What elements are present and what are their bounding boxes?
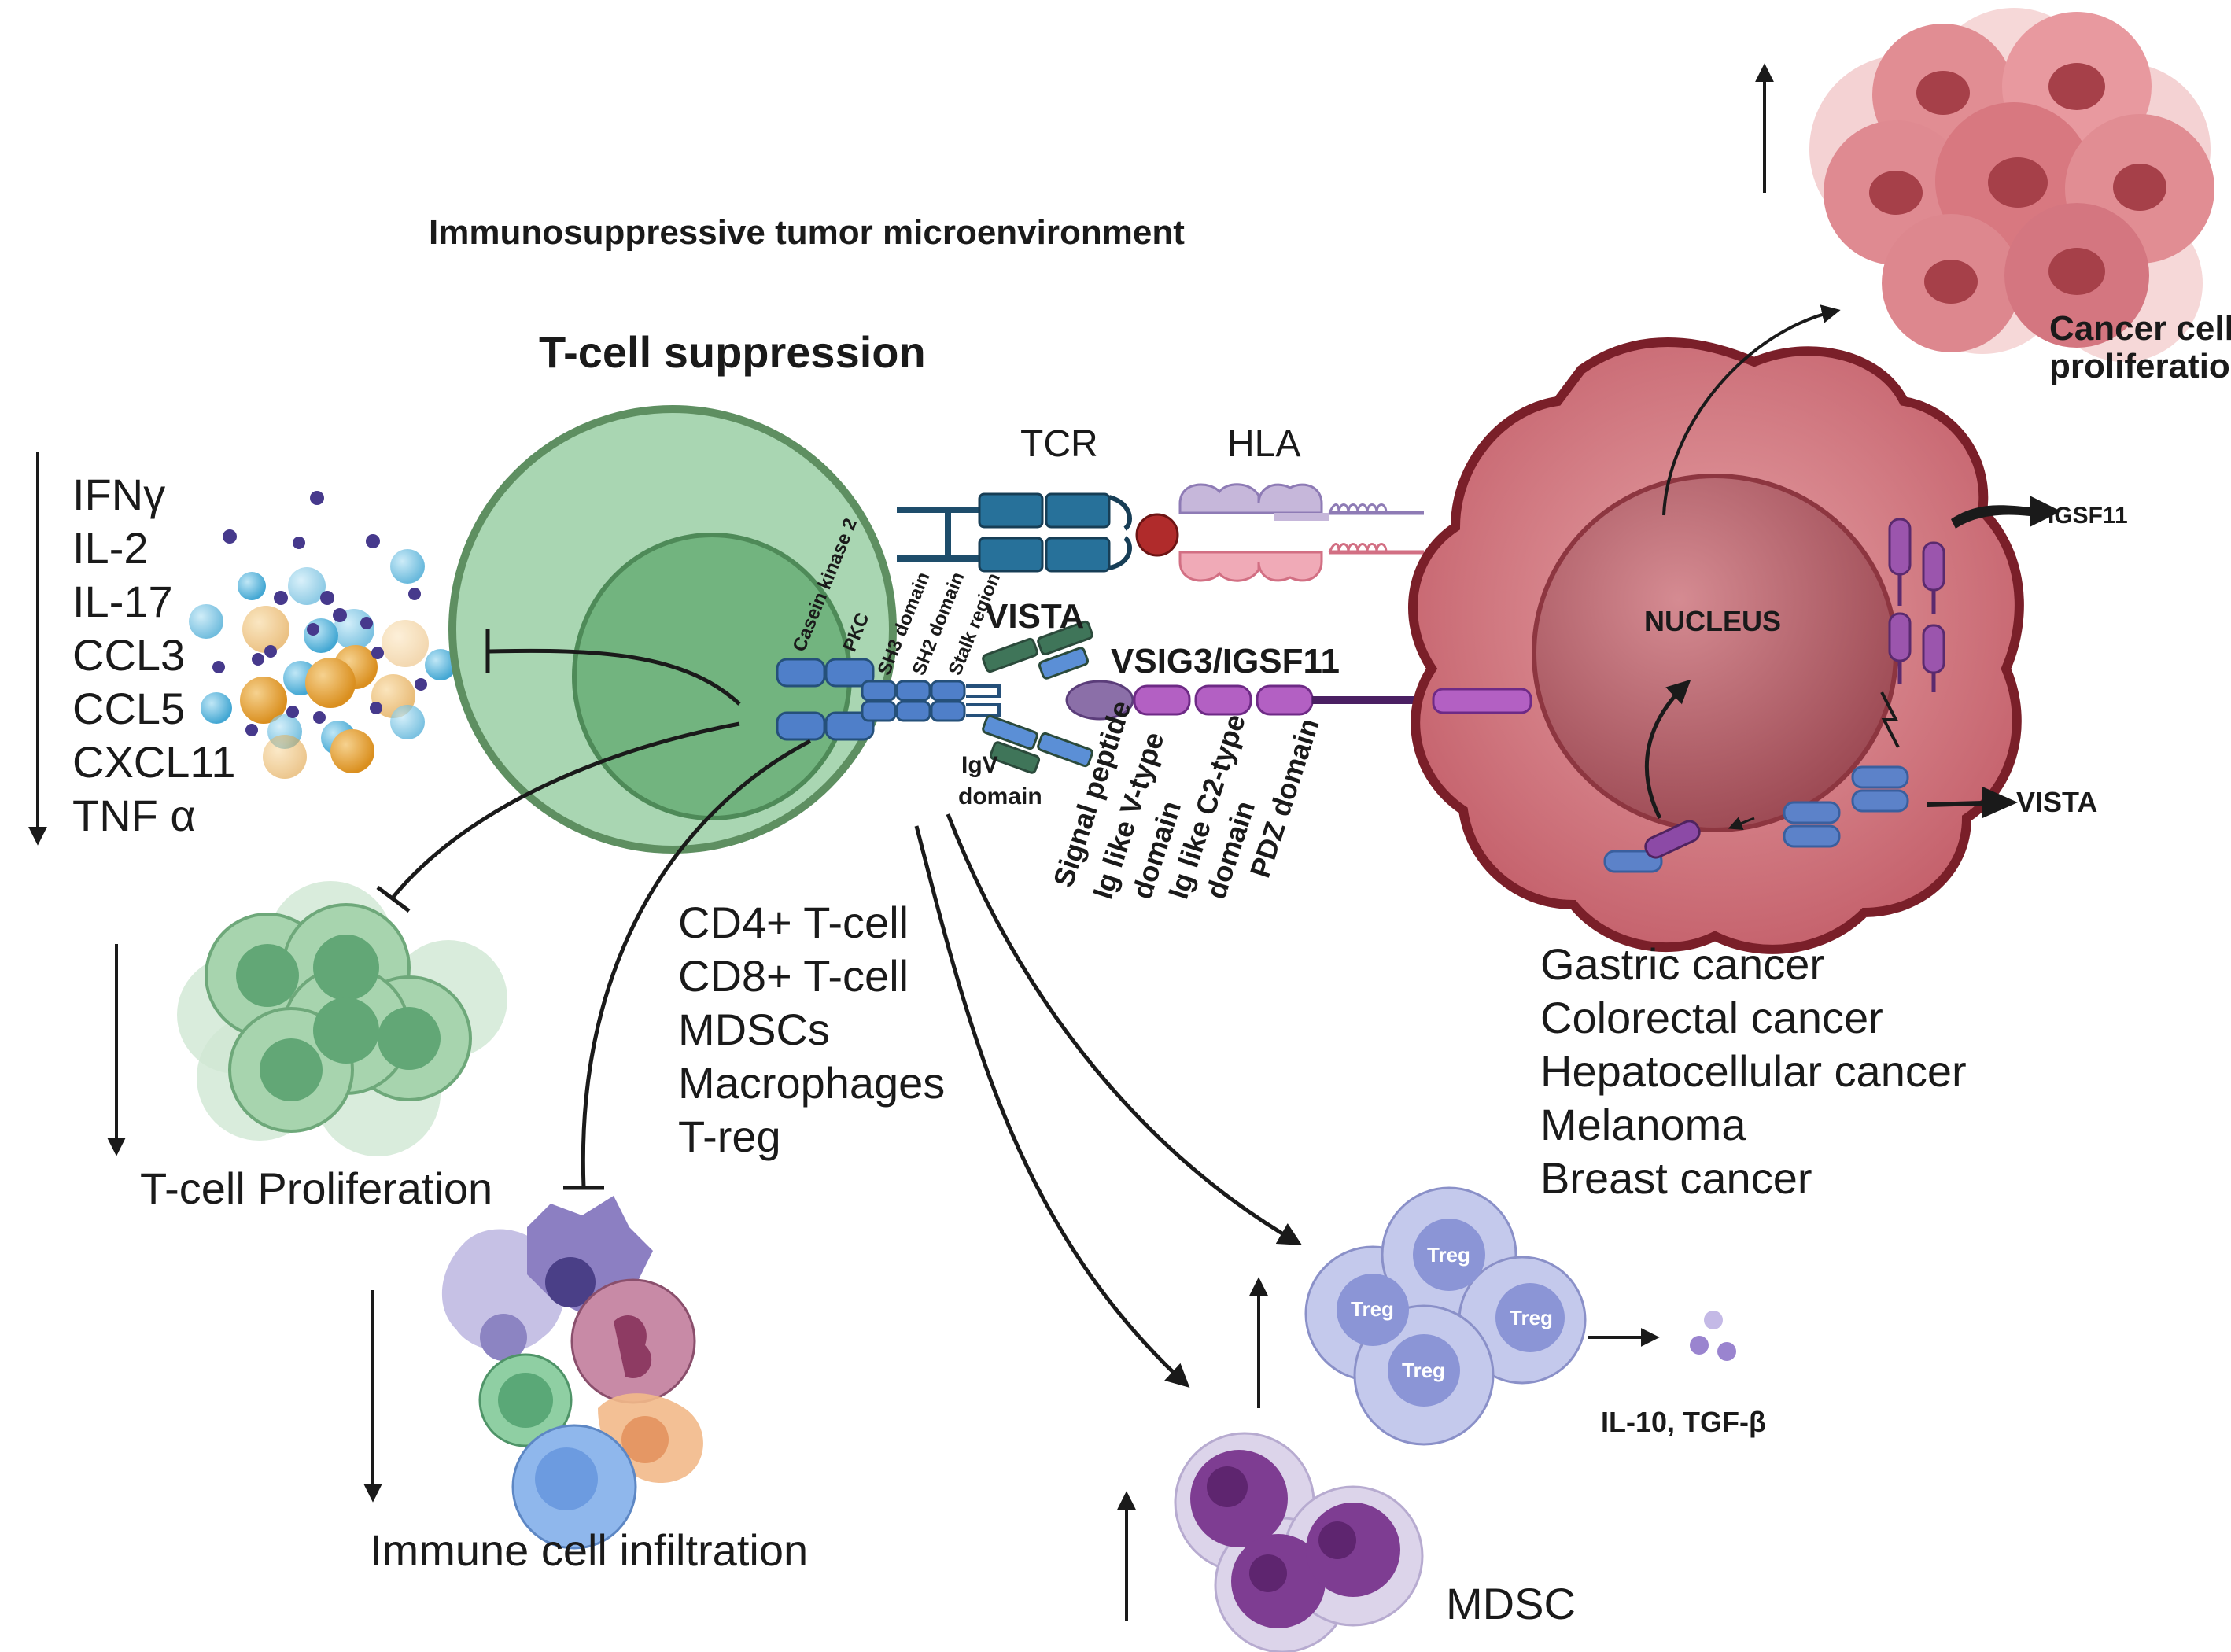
vista-receptor [982, 620, 1093, 774]
treg-label-2: Treg [1427, 1243, 1470, 1267]
vista-internalize-arrow [1728, 817, 1755, 831]
treg-label-1: Treg [1351, 1297, 1394, 1321]
tcell-proliferation-cluster [177, 881, 507, 1156]
cell-type-treg: T-reg [678, 1112, 781, 1161]
igsf11-label: IGSF11 [2048, 503, 2128, 529]
cancer-gastric: Gastric cancer [1540, 939, 1824, 989]
vista-membrane-proteins [1603, 765, 1909, 873]
cytokine-particles [189, 491, 456, 779]
treg-cluster [1304, 1186, 1587, 1446]
cell-type-macrophages: Macrophages [678, 1058, 945, 1108]
igsf11-export-arrow [1951, 496, 2061, 529]
t-cell [448, 405, 897, 854]
cell-type-mdscs: MDSCs [678, 1005, 830, 1054]
diagram-title: Immunosuppressive tumor microenvironment [429, 213, 1185, 252]
cytokine-ifng: IFNγ [72, 470, 165, 519]
tcr-hla-complex [897, 483, 1424, 582]
cell-type-cd8: CD8+ T-cell [678, 951, 909, 1001]
mdsc-label: MDSC [1446, 1579, 1576, 1628]
intracellular-igsf11 [1644, 820, 1701, 859]
broken-signal-icon [1880, 691, 1900, 748]
hla-label: HLA [1227, 423, 1300, 465]
immune-cell-cluster [441, 1196, 703, 1550]
label-pdz-domain: PDZ domain [1244, 714, 1326, 881]
nucleus-signal-arrow [1645, 679, 1691, 820]
tcr-label: TCR [1020, 423, 1098, 465]
vista-tumor-label: VISTA [2016, 786, 2097, 818]
vista-export-arrow [1927, 787, 2018, 818]
cancer-proliferation-label-2: proliferation [2049, 347, 2231, 385]
cytokine-cxcl11: CXCL11 [72, 737, 236, 787]
treg-label-4: Treg [1402, 1359, 1445, 1382]
vsig3-domain-labels: Signal peptide Ig like V-type domain Ig … [1047, 697, 1326, 903]
cell-types-list: CD4+ T-cell CD8+ T-cell MDSCs Macrophage… [678, 898, 945, 1161]
cytokine-dots [1690, 1311, 1736, 1361]
immune-infiltration-label: Immune cell infiltration [370, 1525, 808, 1575]
pdz-anchor [1432, 688, 1532, 714]
arrow-to-treg [946, 813, 1303, 1246]
cytokine-list: IFNγ IL-2 IL-17 CCL3 CCL5 CXCL11 TNF α [28, 452, 236, 846]
igsf11-membrane-proteins [1888, 518, 1945, 692]
arrow-to-mdsc [914, 825, 1190, 1388]
tcell-suppression-label: T-cell suppression [539, 327, 926, 377]
cancer-hepatocellular: Hepatocellular cancer [1540, 1046, 1967, 1096]
nucleus-label: NUCLEUS [1644, 605, 1781, 637]
cancer-proliferation-label-1: Cancer cell [2049, 309, 2231, 348]
intracellular-domains [776, 658, 1001, 741]
tcell-proliferation-label: T-cell Proliferation [140, 1163, 492, 1213]
igv-domain-label-1: IgV [961, 752, 998, 778]
inhibit-cytokines [485, 629, 741, 706]
igv-domain-label-2: domain [958, 784, 1042, 809]
il10-tgfb-label: IL-10, TGF-β [1601, 1406, 1766, 1438]
cancer-breast: Breast cancer [1540, 1153, 1812, 1203]
cancer-types-list: Gastric cancer Colorectal cancer Hepatoc… [1540, 939, 1967, 1203]
cytokine-tnfa: TNF α [72, 791, 196, 840]
cytokine-il2: IL-2 [72, 523, 149, 573]
cancer-melanoma: Melanoma [1540, 1100, 1746, 1149]
mdsc-cluster [1174, 1432, 1424, 1652]
proliferation-arrow [1662, 304, 1841, 516]
inhibit-immune-infiltration [563, 739, 812, 1190]
cytokine-ccl3: CCL3 [72, 630, 185, 680]
cancer-colorectal: Colorectal cancer [1540, 993, 1883, 1042]
vista-receptor-label: VISTA [985, 597, 1084, 636]
vsig3-label: VSIG3/IGSF11 [1111, 642, 1340, 680]
treg-label-3: Treg [1510, 1306, 1553, 1329]
cytokine-il17: IL-17 [72, 577, 173, 626]
cancer-cell-cluster [1809, 8, 2214, 362]
cytokine-ccl5: CCL5 [72, 684, 185, 733]
cell-type-cd4: CD4+ T-cell [678, 898, 909, 947]
inhibit-tcell-proliferation [376, 721, 740, 913]
